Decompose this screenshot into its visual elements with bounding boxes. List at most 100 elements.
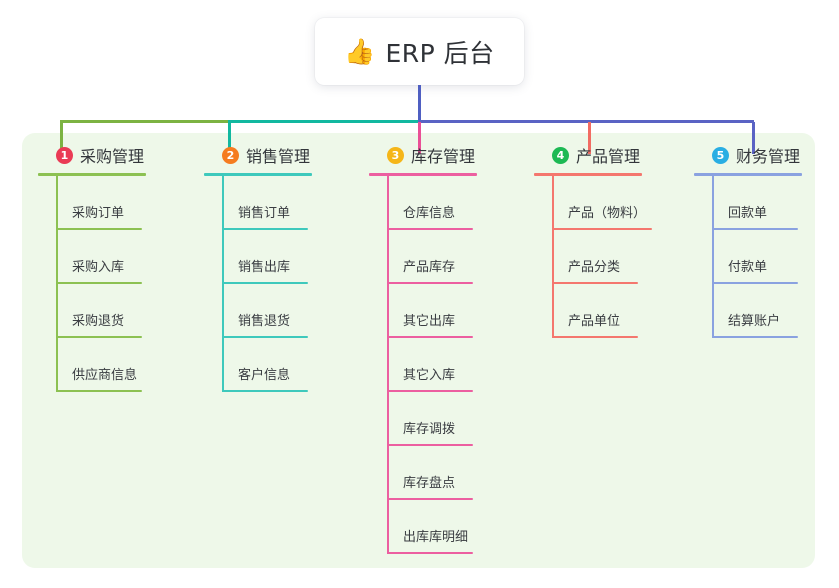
leaf-item-rule [712,336,798,338]
leaf-item-rule [712,228,798,230]
leaf-item[interactable]: 其它出库 [387,284,477,338]
leaf-item[interactable]: 采购入库 [56,230,146,284]
branch-badge-purchase: 1 [56,146,73,164]
leaf-item-rule [222,390,308,392]
branch-column-product: 4 产品管理产品（物料） 产品分类产品单位 [534,142,652,338]
branch-spine-inventory [387,176,389,554]
leaf-item-rule [56,336,142,338]
leaf-item-label: 供应商信息 [72,368,138,383]
leaf-item[interactable]: 采购订单 [56,176,146,230]
leaf-item-rule [387,336,473,338]
leaf-item[interactable]: 产品库存 [387,230,477,284]
branch-title-inventory: 库存管理 [411,147,476,166]
branch-items-purchase: 采购订单采购入库采购退货供应商信息 [38,176,146,392]
leaf-item[interactable]: 其它入库 [387,338,477,392]
leaf-item-label: 销售退货 [238,314,291,329]
root-node-erp-backend[interactable]: 👍 ERP 后台 [315,18,524,85]
root-node-title: ERP 后台 [385,38,495,68]
leaf-item-rule [552,336,638,338]
leaf-item-rule [552,282,638,284]
branch-header-purchase[interactable]: 1 采购管理 [38,142,146,168]
branch-header-rule-sales [204,173,312,176]
leaf-item[interactable]: 销售退货 [222,284,312,338]
leaf-item[interactable]: 产品分类 [552,230,642,284]
branch-badge-inventory: 3 [387,146,404,164]
leaf-item-rule [222,228,308,230]
branch-title-finance: 财务管理 [736,147,801,166]
branch-header-rule-inventory [369,173,477,176]
leaf-item-rule [56,282,142,284]
leaf-item-rule [387,282,473,284]
branch-items-inventory: 仓库信息产品库存其它出库其它入库库存调拨库存盘点出库库明细 [369,176,477,554]
branch-column-inventory: 3 库存管理仓库信息产品库存其它出库其它入库库存调拨库存盘点出库库明细 [369,142,477,554]
branch-items-product: 产品（物料） 产品分类产品单位 [534,176,652,338]
leaf-item[interactable]: 回款单 [712,176,802,230]
branch-badge-finance: 5 [712,146,729,164]
root-stem-connector [418,85,421,122]
leaf-item-rule [56,228,142,230]
leaf-item-label: 其它出库 [403,314,456,329]
leaf-item-rule [387,228,473,230]
branch-header-rule-finance [694,173,802,176]
branch-column-finance: 5 财务管理回款单付款单结算账户 [694,142,802,338]
leaf-item[interactable]: 仓库信息 [387,176,477,230]
branch-items-finance: 回款单付款单结算账户 [694,176,802,338]
branch-spine-purchase [56,176,58,392]
leaf-item-label: 回款单 [728,206,768,221]
leaf-item-label: 产品分类 [568,260,621,275]
leaf-item-label: 产品单位 [568,314,621,329]
leaf-item-label: 采购订单 [72,206,125,221]
branch-header-finance[interactable]: 5 财务管理 [694,142,802,168]
branch-header-rule-product [534,173,642,176]
bus-green [60,120,228,123]
leaf-item-rule [387,390,473,392]
leaf-item[interactable]: 出库库明细 [387,500,477,554]
drop-purchase [60,122,63,154]
branch-title-purchase: 采购管理 [80,147,145,166]
bus-teal [228,120,418,123]
branch-badge-product: 4 [552,146,569,164]
leaf-item-label: 采购退货 [72,314,125,329]
leaf-item[interactable]: 付款单 [712,230,802,284]
leaf-item-label: 客户信息 [238,368,291,383]
branch-items-sales: 销售订单销售出库销售退货客户信息 [204,176,312,392]
leaf-item[interactable]: 产品单位 [552,284,642,338]
leaf-item-label: 销售订单 [238,206,291,221]
leaf-item-label: 仓库信息 [403,206,456,221]
leaf-item[interactable]: 库存调拨 [387,392,477,446]
leaf-item[interactable]: 供应商信息 [56,338,146,392]
leaf-item[interactable]: 库存盘点 [387,446,477,500]
leaf-item-label: 产品（物料） [568,206,647,221]
leaf-item-rule [712,282,798,284]
bus-indigo [418,120,754,123]
leaf-item-label: 库存调拨 [403,422,456,437]
leaf-item-label: 其它入库 [403,368,456,383]
leaf-item-rule [387,552,473,554]
branch-header-inventory[interactable]: 3 库存管理 [369,142,477,168]
branch-title-product: 产品管理 [576,147,641,166]
branch-title-sales: 销售管理 [246,147,311,166]
leaf-item[interactable]: 采购退货 [56,284,146,338]
leaf-item-rule [56,390,142,392]
drop-inventory [418,122,421,154]
leaf-item-rule [552,228,652,230]
leaf-item[interactable]: 结算账户 [712,284,802,338]
branch-header-rule-purchase [38,173,146,176]
branch-header-product[interactable]: 4 产品管理 [534,142,642,168]
drop-finance [752,122,755,154]
leaf-item-label: 出库库明细 [403,530,469,545]
leaf-item-label: 付款单 [728,260,768,275]
leaf-item-label: 产品库存 [403,260,456,275]
leaf-item-rule [387,444,473,446]
drop-product [588,122,591,154]
leaf-item[interactable]: 客户信息 [222,338,312,392]
leaf-item[interactable]: 销售订单 [222,176,312,230]
leaf-item-rule [387,498,473,500]
branch-spine-sales [222,176,224,392]
leaf-item[interactable]: 销售出库 [222,230,312,284]
drop-sales [228,122,231,154]
leaf-item[interactable]: 产品（物料） [552,176,652,230]
leaf-item-label: 销售出库 [238,260,291,275]
